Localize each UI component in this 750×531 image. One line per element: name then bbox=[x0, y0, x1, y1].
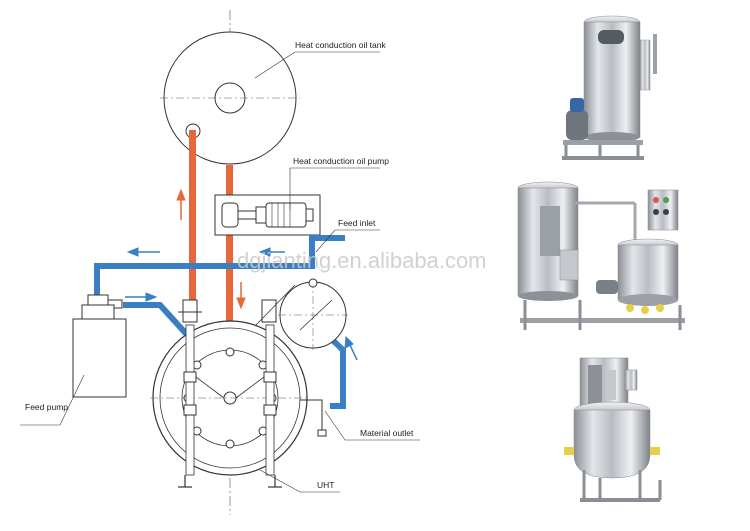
jacketed-tank-photo bbox=[564, 357, 662, 502]
feed-inlet-pulley bbox=[278, 278, 348, 350]
uht-vessel bbox=[150, 284, 333, 488]
uht-with-tank-photo bbox=[517, 181, 685, 330]
oil-tank bbox=[160, 31, 300, 165]
label-material-outlet: Material outlet bbox=[360, 428, 414, 438]
label-feed-pump: Feed pump bbox=[25, 402, 68, 412]
feed-pump bbox=[72, 294, 127, 398]
leader-lines bbox=[20, 51, 420, 493]
watermark: dgjianting.en.alibaba.com bbox=[237, 248, 487, 273]
label-feed-inlet: Feed inlet bbox=[338, 218, 376, 228]
tubular-sterilizer-photo bbox=[562, 15, 657, 160]
blue-flow-arrows bbox=[125, 247, 358, 361]
label-oil-pump: Heat conduction oil pump bbox=[293, 156, 389, 166]
oil-pump bbox=[214, 194, 321, 236]
label-oil-tank: Heat conduction oil tank bbox=[295, 40, 386, 50]
hot-oil-pipes bbox=[189, 130, 233, 322]
label-uht: UHT bbox=[317, 480, 334, 490]
red-flow-arrows bbox=[176, 188, 246, 310]
